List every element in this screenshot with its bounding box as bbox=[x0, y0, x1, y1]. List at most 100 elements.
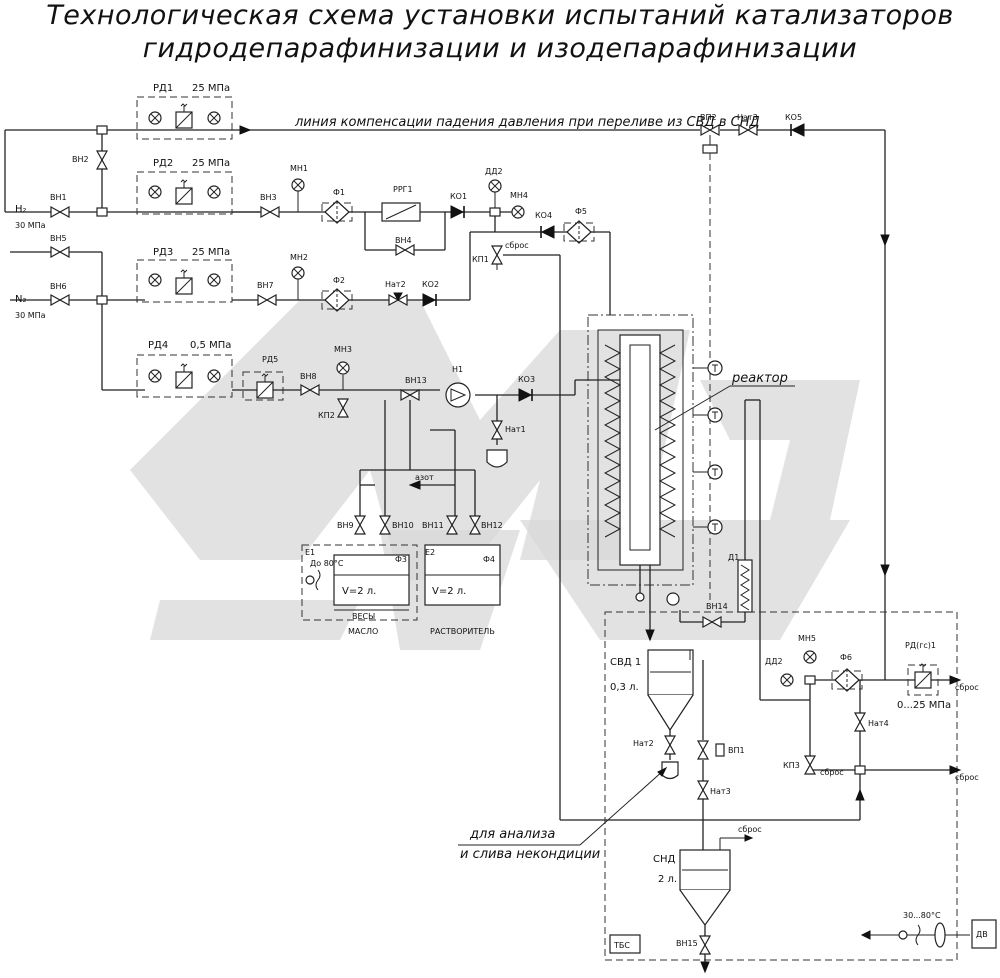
e2-volume: V=2 л. bbox=[432, 586, 466, 597]
mn4-gauge: МН4 bbox=[510, 191, 528, 219]
n1-pump[interactable]: Н1 bbox=[445, 365, 471, 408]
vesy-label: ВЕСЫ bbox=[352, 612, 375, 621]
nat3-bottom-label: Нат3 bbox=[710, 787, 731, 796]
mn2-gauge: МН2 bbox=[290, 253, 308, 300]
compensation-line: линия компенсации падения давления при п… bbox=[239, 115, 890, 680]
rd5-regulator[interactable]: РД5 bbox=[242, 355, 284, 401]
vn7-valve[interactable]: ВН7 bbox=[257, 281, 277, 306]
vn9-valve[interactable]: ВН9 bbox=[337, 515, 366, 535]
ko5-label: КО5 bbox=[785, 113, 802, 122]
kp1-label: КП1 bbox=[472, 255, 489, 264]
nat3-top-valve[interactable]: Нат3 bbox=[737, 113, 758, 136]
h2-main-line bbox=[232, 211, 520, 251]
svd1-separator[interactable]: СВД 1 0,3 л. bbox=[610, 649, 694, 732]
compensation-line-label: линия компенсации падения давления при п… bbox=[294, 115, 760, 130]
vn15-valve[interactable]: ВН15 bbox=[676, 925, 711, 974]
kp2-label: КП2 bbox=[318, 411, 335, 420]
vn13-label: ВН13 bbox=[405, 376, 427, 385]
dd2-bottom-label: ДД2 bbox=[765, 657, 783, 666]
vn6-valve[interactable]: ВН6 bbox=[50, 282, 70, 306]
mn1-gauge: МН1 bbox=[290, 164, 308, 212]
ko1-check-valve[interactable]: КО1 bbox=[450, 192, 467, 219]
n2-feed-line: N₂ 30 МПа bbox=[10, 294, 145, 320]
mn4-label: МН4 bbox=[510, 191, 528, 200]
kp3-relief-valve[interactable]: КП3 сброс bbox=[783, 755, 844, 777]
tbs-enclosure: ТБС bbox=[604, 611, 958, 961]
rd1-label: РД1 bbox=[153, 83, 173, 94]
vn4-valve[interactable]: ВН4 bbox=[395, 236, 415, 256]
rd-gs1-pressure: 0...25 МПа bbox=[897, 700, 951, 711]
vn13-valve[interactable]: ВН13 bbox=[400, 376, 427, 401]
n2-label: N₂ bbox=[15, 294, 27, 305]
vn4-label: ВН4 bbox=[395, 236, 412, 245]
ko1-label: КО1 bbox=[450, 192, 467, 201]
ko3-label: КО3 bbox=[518, 375, 535, 384]
nat1-sample-valve[interactable]: Нат1 bbox=[486, 395, 526, 468]
rd2-regulator[interactable]: РД2 25 МПа bbox=[136, 158, 233, 215]
ko2-check-valve[interactable]: КО2 bbox=[422, 280, 439, 307]
f1-label: Ф1 bbox=[333, 188, 345, 197]
e2-tank: Е2 Ф4 V=2 л. РАСТВОРИТЕЛЬ bbox=[424, 544, 501, 636]
vn5-valve[interactable]: ВН5 bbox=[50, 234, 70, 258]
vn8-valve[interactable]: ВН8 bbox=[300, 372, 320, 396]
rd4-regulator[interactable]: РД4 0,5 МПа bbox=[136, 340, 233, 398]
rd3-regulator[interactable]: РД3 25 МПа bbox=[136, 247, 233, 303]
vn14-label: ВН14 bbox=[706, 602, 728, 611]
vp2-valve[interactable]: ВП2 bbox=[700, 113, 720, 600]
vn11-valve[interactable]: ВН11 bbox=[422, 515, 458, 535]
rrg1-flow-controller[interactable]: РРГ1 bbox=[381, 185, 421, 222]
diagram-title-line-1: Технологическая схема установки испытани… bbox=[46, 0, 954, 31]
snd-separator[interactable]: СНД 2 л. сброс bbox=[653, 825, 762, 927]
dd2-top-label: ДД2 bbox=[485, 167, 503, 176]
vn1-valve[interactable]: ВН1 bbox=[50, 193, 70, 218]
nat2-bottom-valve[interactable]: Нат2 bbox=[633, 735, 679, 780]
nat4-valve[interactable]: Нат4 bbox=[854, 712, 889, 732]
rd5-label: РД5 bbox=[262, 355, 278, 364]
azot-label-group: азот bbox=[415, 473, 434, 482]
analysis-note-line-1: для анализа bbox=[469, 827, 555, 842]
vn3-valve[interactable]: ВН3 bbox=[260, 193, 280, 218]
vn12-valve[interactable]: ВН12 bbox=[469, 515, 503, 535]
rd-gs1-regulator[interactable]: РД(гс)1 0...25 МПа сброс сброс bbox=[897, 641, 979, 782]
rd1-regulator[interactable]: РД1 25 МПа bbox=[136, 83, 240, 140]
sbros-4: сброс bbox=[955, 683, 979, 692]
kp1-relief-valve[interactable]: КП1 сброс bbox=[472, 241, 561, 820]
f3-label: Ф3 bbox=[395, 555, 407, 564]
h2-pressure: 30 МПа bbox=[15, 221, 46, 230]
snd-volume: 2 л. bbox=[658, 874, 677, 885]
analysis-note: для анализа и слива некондиции bbox=[458, 766, 668, 862]
fan-motor[interactable]: 30...80°С ДВ bbox=[860, 911, 997, 949]
right-gas-line bbox=[760, 675, 962, 775]
rd2-pressure: 25 МПа bbox=[192, 158, 230, 169]
tbs-label: ТБС bbox=[613, 941, 630, 950]
ko4-check-valve[interactable]: КО4 bbox=[535, 211, 555, 239]
rd4-pressure: 0,5 МПа bbox=[190, 340, 231, 351]
rd3-pressure: 25 МПа bbox=[192, 247, 230, 258]
vn10-valve[interactable]: ВН10 bbox=[379, 515, 414, 535]
vp1-label: ВП1 bbox=[728, 746, 745, 755]
vp1-valve[interactable]: ВП1 bbox=[697, 740, 745, 760]
nat2-top-label: Нат2 bbox=[385, 280, 406, 289]
nat3-bottom-valve[interactable]: Нат3 bbox=[697, 780, 731, 800]
ko3-check-valve[interactable]: КО3 bbox=[518, 375, 535, 402]
e1-label: Е1 bbox=[305, 548, 315, 557]
vn15-label: ВН15 bbox=[676, 939, 698, 948]
mn3-label: МН3 bbox=[334, 345, 352, 354]
kp2-relief-valve[interactable]: КП2 bbox=[318, 398, 349, 420]
reactor-vessel[interactable] bbox=[587, 314, 694, 642]
rastvoritel-label: РАСТВОРИТЕЛЬ bbox=[430, 627, 495, 636]
ko5-check-valve[interactable]: КО5 bbox=[785, 113, 805, 137]
e1-volume: V=2 л. bbox=[342, 586, 376, 597]
reactor-thermocouples bbox=[693, 360, 723, 535]
ko2-label: КО2 bbox=[422, 280, 439, 289]
sbros-5: сброс bbox=[955, 773, 979, 782]
reactor-label: реактор bbox=[731, 371, 788, 386]
h2-feed-line: H₂ 30 МПа bbox=[4, 125, 260, 391]
f5-label: Ф5 bbox=[575, 207, 587, 216]
dd2-top-sensor: ДД2 bbox=[485, 167, 503, 232]
vn2-valve[interactable]: ВН2 bbox=[72, 150, 108, 170]
nat2-top-valve[interactable]: Нат2 bbox=[385, 280, 408, 306]
vn8-label: ВН8 bbox=[300, 372, 317, 381]
reactor-label-group: реактор bbox=[654, 371, 795, 431]
vn14-valve[interactable]: ВН14 bbox=[666, 592, 746, 628]
